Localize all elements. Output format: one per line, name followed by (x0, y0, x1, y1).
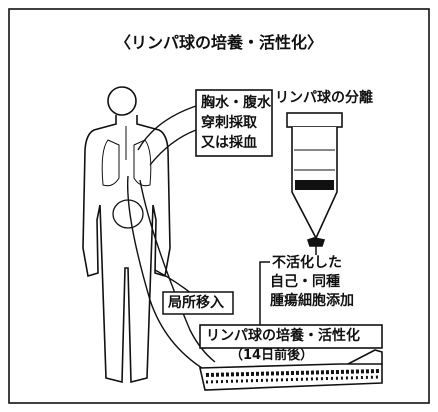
right-lung (133, 139, 152, 187)
culture-label: リンパ球の培養・活性化 (206, 328, 360, 344)
culture-bag (199, 349, 383, 391)
tube-cap (286, 112, 343, 128)
tube-chest (137, 105, 197, 151)
diagram-title: 〈リンパ球の培養・活性化〉 (115, 33, 324, 52)
local-transfer-box (162, 291, 234, 315)
tube-abdomen (149, 129, 197, 166)
left-lung (101, 139, 120, 187)
bag-texture-2 (205, 375, 381, 384)
bag-texture-1 (205, 369, 381, 377)
collection-label-3: 又は採血 (201, 135, 257, 151)
outer-frame (8, 8, 430, 404)
additive-label-1: 不活化した (270, 255, 344, 272)
centrifuge-tube (286, 112, 343, 247)
body-outline (82, 115, 171, 384)
head (107, 86, 137, 116)
additive-label-2: 自己・同種 (270, 274, 340, 290)
collection-box (195, 89, 273, 157)
bag-port (347, 349, 383, 365)
lymphocyte-layer (295, 180, 334, 190)
collection-label-2: 穿刺採取 (201, 115, 257, 131)
local-transfer-label: 局所移入 (168, 295, 224, 311)
abdomen (112, 199, 144, 229)
human-figure (82, 86, 171, 384)
additive-label-3: 腫瘍細胞添加 (270, 293, 354, 309)
tube-return-outer (126, 175, 206, 371)
tube-tip (306, 237, 326, 247)
culture-box (199, 324, 383, 349)
culture-duration-label: （14日前後） (230, 348, 314, 364)
bag-outline (199, 363, 383, 391)
separation-label: リンパ球の分離 (275, 90, 373, 106)
collection-label-1: 胸水・腹水 (201, 95, 271, 111)
